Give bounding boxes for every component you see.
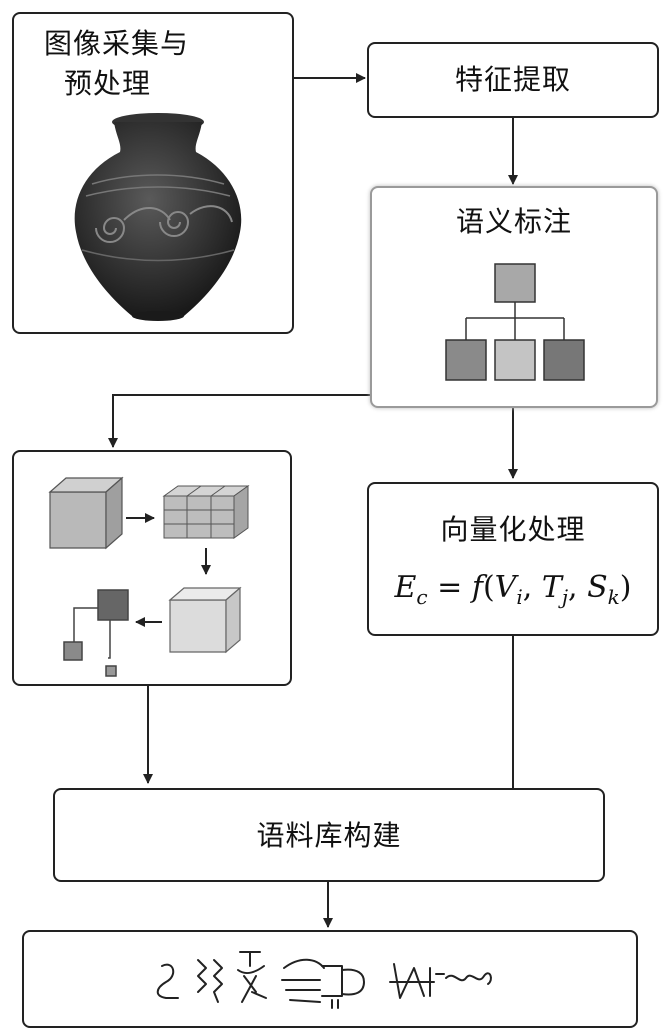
tree-root-node bbox=[494, 263, 536, 303]
feature-processing-box bbox=[12, 450, 292, 686]
glyph-2 bbox=[197, 959, 207, 993]
arrow-semantic-to-process bbox=[108, 394, 370, 448]
image-acquisition-title-line2: 预处理 bbox=[64, 67, 152, 100]
formula-lhs: E bbox=[394, 570, 417, 605]
formula-fn: f bbox=[471, 570, 483, 605]
grid-cube-icon bbox=[162, 485, 250, 539]
semantic-annotation-label: 语义标注 bbox=[455, 205, 572, 238]
vectorization-box: 向量化处理 Ec = f(Vi, Tj, Sk) bbox=[367, 482, 659, 636]
tree-right-node bbox=[543, 339, 585, 381]
image-acquisition-box: 图像采集与 预处理 bbox=[12, 12, 294, 334]
hierarchy-tree-icon bbox=[445, 263, 585, 381]
tree-mid-node bbox=[494, 339, 536, 381]
formula-arg-s: S bbox=[587, 570, 608, 605]
vectorization-formula: Ec = f(Vi, Tj, Sk) bbox=[394, 570, 632, 609]
glyph-5 bbox=[389, 963, 445, 999]
pottery-jar-icon bbox=[74, 113, 242, 321]
feature-extraction-label: 特征提取 bbox=[454, 63, 571, 96]
glyph-3 bbox=[237, 951, 267, 1003]
glyph-symbols-icon bbox=[156, 951, 492, 1009]
vectorization-label: 向量化处理 bbox=[440, 513, 586, 546]
formula-arg-v-sub: i bbox=[516, 585, 523, 609]
tree-left-node bbox=[445, 339, 487, 381]
cube-icon-light bbox=[168, 586, 242, 654]
feature-extraction-box: 特征提取 bbox=[367, 42, 659, 118]
image-acquisition-title-line1: 图像采集与 bbox=[44, 27, 190, 60]
cube-icon bbox=[48, 476, 124, 550]
formula-lhs-sub: c bbox=[416, 585, 428, 609]
formula-arg-s-sub: k bbox=[607, 585, 620, 609]
glyph-4 bbox=[281, 958, 325, 1003]
corpus-construction-box: 语料库构建 bbox=[53, 788, 605, 882]
formula-arg-t: T bbox=[541, 570, 562, 605]
semantic-annotation-box: 语义标注 bbox=[370, 186, 658, 408]
corpus-construction-label: 语料库构建 bbox=[256, 819, 402, 852]
formula-arg-v: V bbox=[494, 570, 517, 605]
glyph-output-box bbox=[22, 930, 638, 1028]
formula-arg-t-sub: j bbox=[561, 585, 569, 609]
node-graph-icon bbox=[63, 589, 129, 677]
glyph-1 bbox=[156, 963, 179, 999]
processing-flow-icon bbox=[48, 476, 250, 677]
